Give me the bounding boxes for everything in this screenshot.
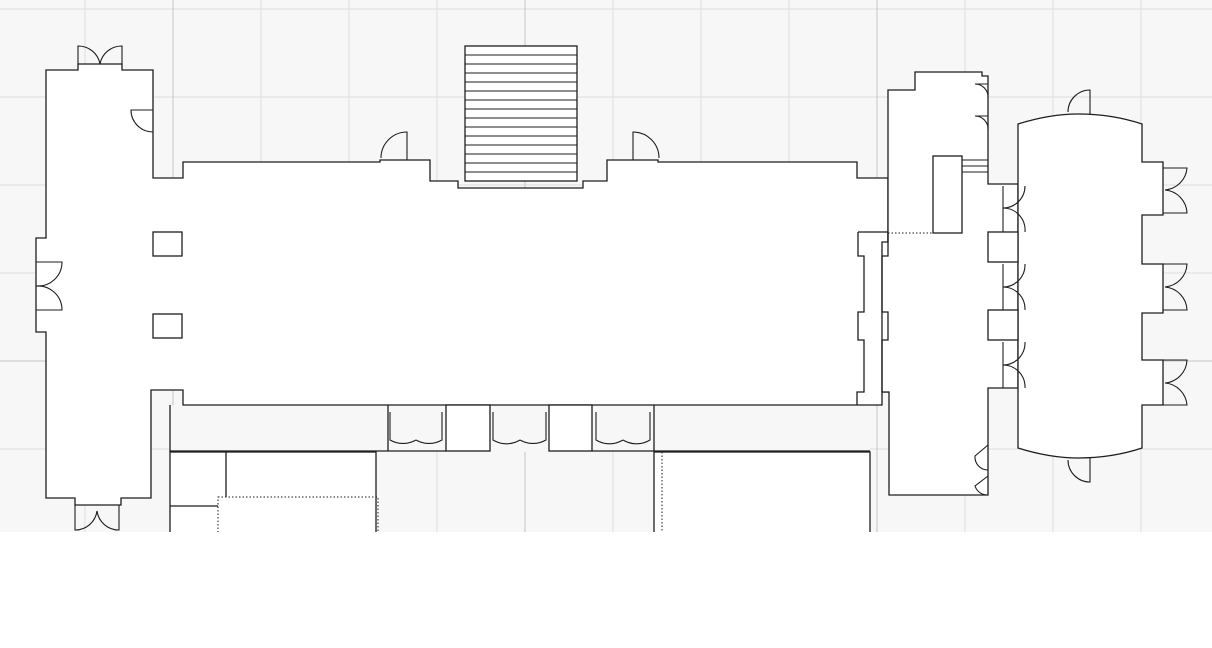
doors xyxy=(35,45,1188,531)
east-landing[interactable] xyxy=(888,155,988,234)
east-corridor-partition xyxy=(856,231,889,405)
west-wing[interactable] xyxy=(35,63,889,506)
door-corridor-3[interactable] xyxy=(595,412,651,445)
hall-pillar-2[interactable] xyxy=(152,313,183,339)
door-east-small-2[interactable] xyxy=(974,115,989,131)
oval-room[interactable] xyxy=(1017,113,1164,459)
door-east-small-1[interactable] xyxy=(974,83,989,99)
door-west-side[interactable] xyxy=(130,109,154,133)
lower-room-dotted-area xyxy=(217,496,379,532)
east-landing-dotted xyxy=(888,156,934,234)
east-landing-box[interactable] xyxy=(932,155,963,234)
lower-room-right[interactable] xyxy=(653,451,871,532)
door-west-north[interactable] xyxy=(77,45,123,65)
east-pillar-2[interactable] xyxy=(987,309,1019,341)
door-hall-north-left[interactable] xyxy=(380,131,408,160)
south-corridor-band xyxy=(170,405,870,452)
door-oval-east-3[interactable] xyxy=(1163,359,1188,406)
door-east-small-4[interactable] xyxy=(974,475,989,496)
door-oval-north[interactable] xyxy=(1067,89,1091,114)
corridor-pillar-2[interactable] xyxy=(548,404,593,452)
door-east-small-3[interactable] xyxy=(974,444,989,471)
door-oval-east-1[interactable] xyxy=(1163,167,1188,214)
door-oval-south[interactable] xyxy=(1067,458,1091,483)
hall-pillar-1[interactable] xyxy=(152,231,183,257)
door-oval-east-2[interactable] xyxy=(1163,263,1188,311)
door-corridor-1[interactable] xyxy=(389,412,443,444)
door-west-wall[interactable] xyxy=(35,261,63,311)
lower-room-left[interactable] xyxy=(169,451,377,532)
drawing-canvas[interactable] xyxy=(0,0,1212,532)
east-pillar-1[interactable] xyxy=(987,231,1019,263)
main-staircase[interactable] xyxy=(464,45,578,182)
door-oval-link-3[interactable] xyxy=(1002,341,1026,389)
lower-rooms[interactable] xyxy=(169,451,871,532)
staircase-outline[interactable] xyxy=(464,45,578,182)
door-west-south[interactable] xyxy=(74,505,120,531)
blank-area-below-canvas xyxy=(0,532,1212,648)
door-hall-north-right[interactable] xyxy=(632,131,660,160)
door-oval-link-1[interactable] xyxy=(1002,185,1026,233)
door-corridor-2[interactable] xyxy=(492,412,547,445)
floor-plan-diagram[interactable] xyxy=(0,0,1212,532)
corridor-pillar-1[interactable] xyxy=(445,404,491,452)
door-oval-link-2[interactable] xyxy=(1002,263,1026,311)
